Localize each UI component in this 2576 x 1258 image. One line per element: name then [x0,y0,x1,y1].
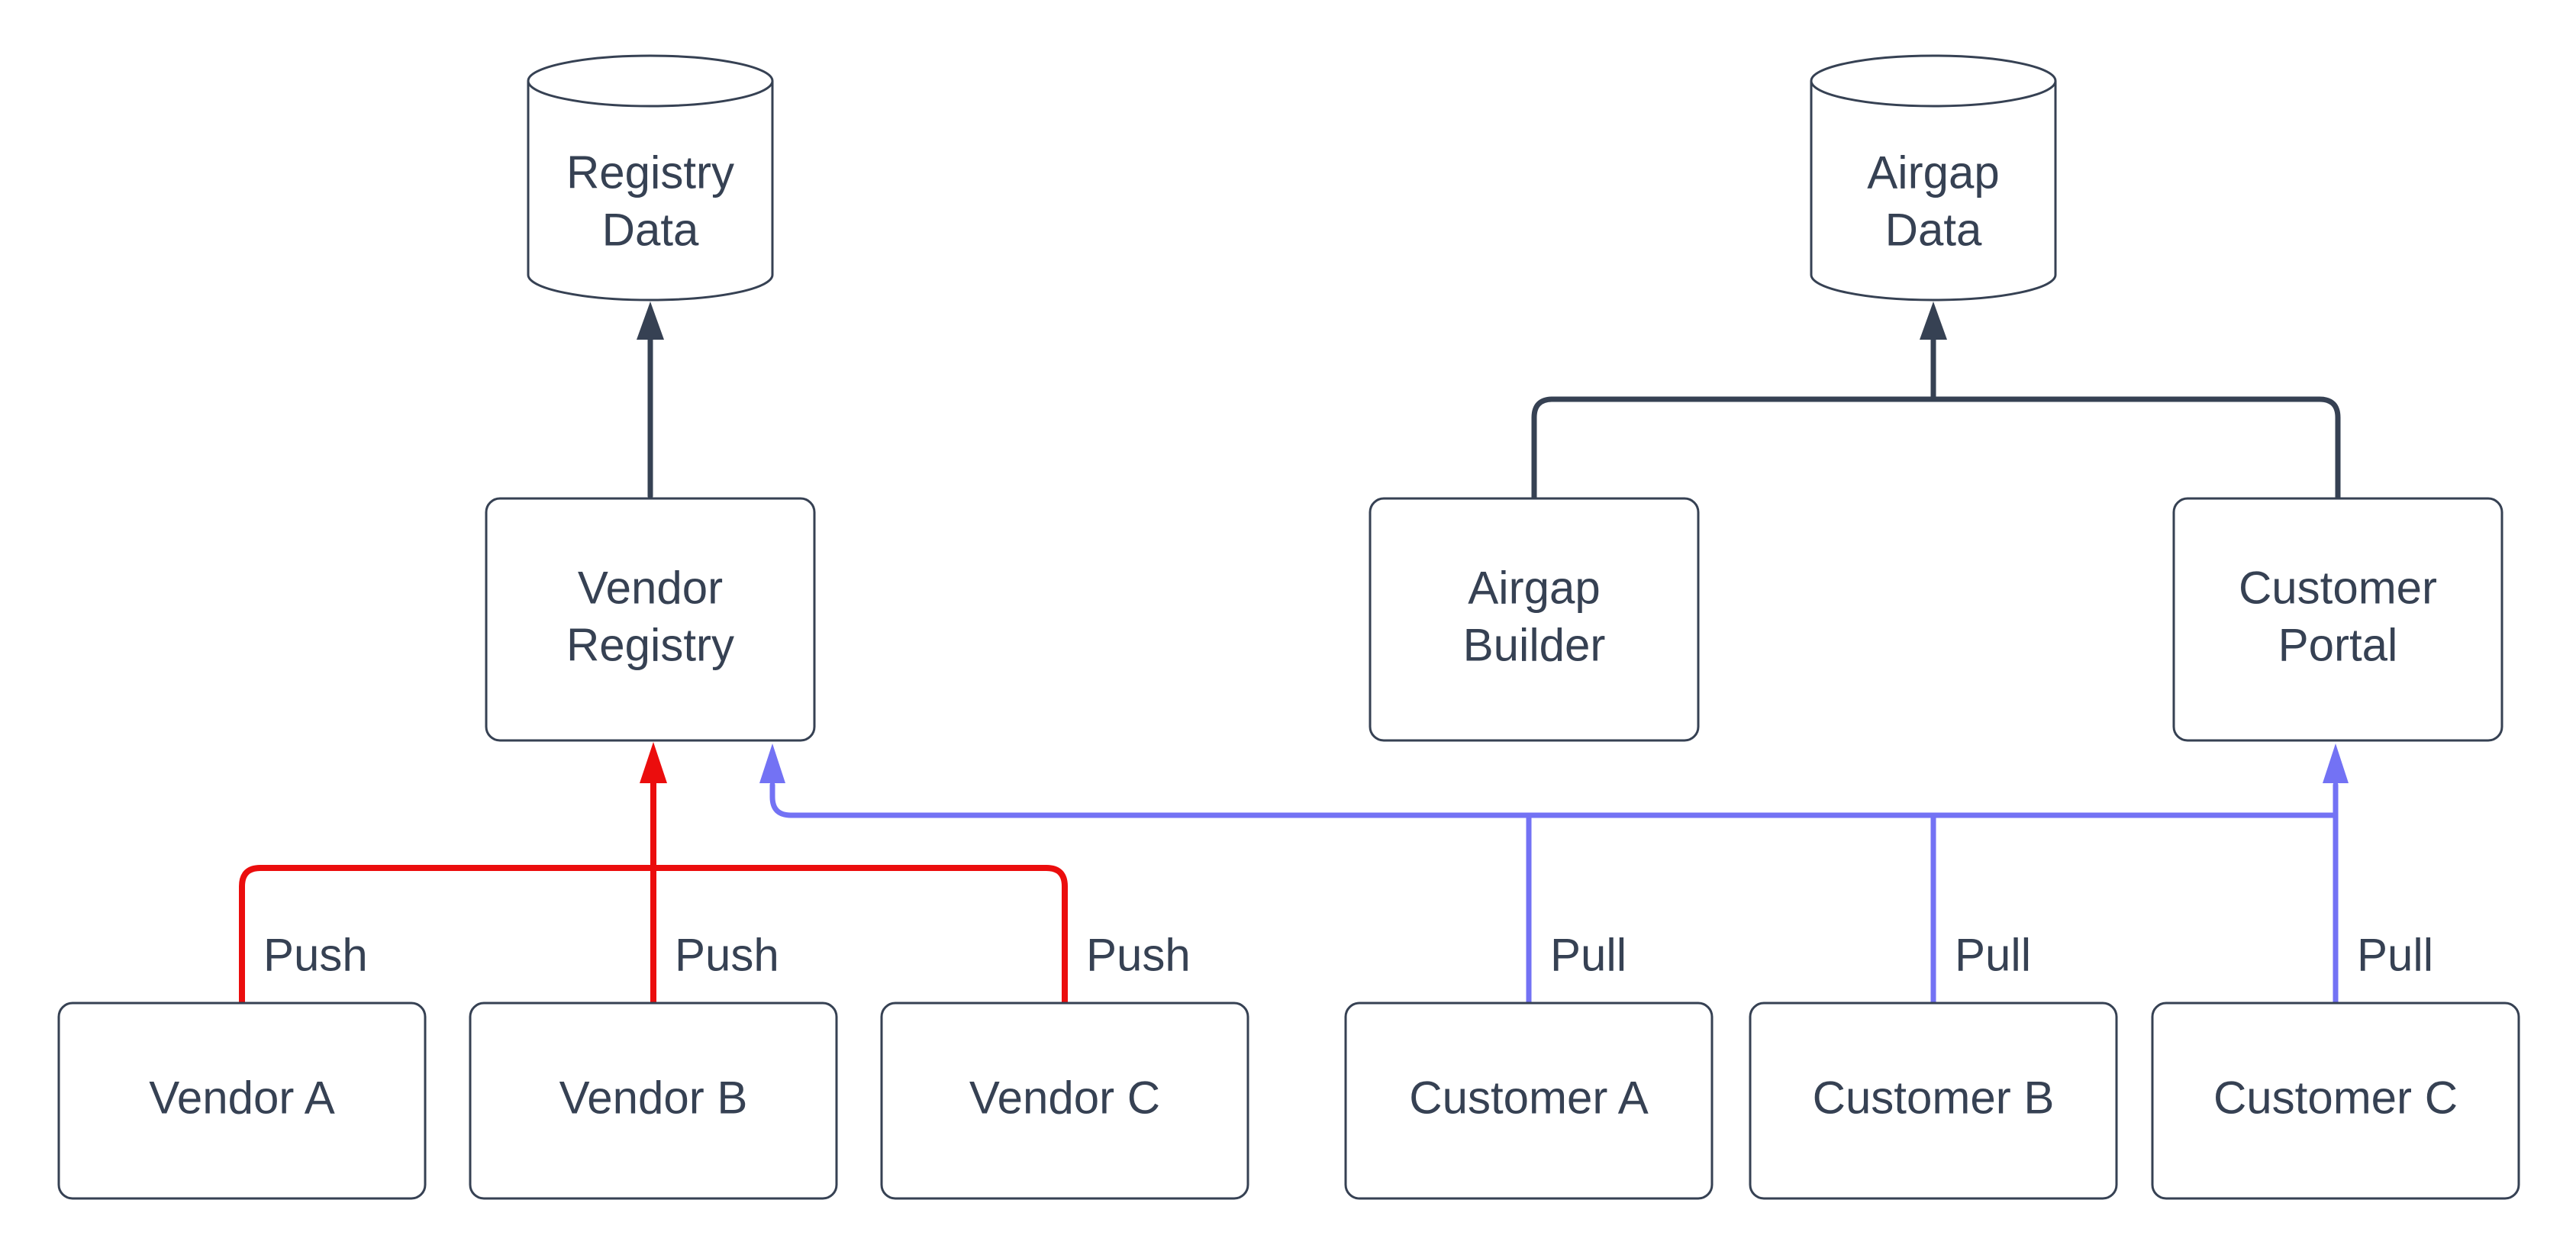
node-box [57,1002,427,1200]
node-box [2172,497,2503,742]
arrowhead-up-icon [637,302,664,340]
arrowhead-up-icon [1920,302,1947,340]
edge-label-push: Push [1086,930,1191,981]
node-vendor-registry: Vendor Registry [485,497,816,742]
node-customer-a: Customer A [1344,1002,1714,1200]
node-label: Customer A [1409,1073,1648,1124]
node-label: Registry [566,147,734,198]
node-label: Builder [1463,620,1606,671]
edge-label-pull: Pull [1550,930,1627,981]
arrowhead-up-icon [2323,744,2349,783]
cylinder-rim [527,80,774,108]
node-label: Vendor C [969,1073,1160,1124]
database-cylinder-icon [527,54,774,302]
node-label: Data [602,205,699,256]
edge-customers-pull-tree [759,744,2349,1006]
node-airgap-builder: Airgap Builder [1369,497,1700,742]
node-registry-data: Registry Data [527,54,774,302]
node-box [880,1002,1249,1200]
node-label: Customer [2239,563,2437,614]
node-label: Customer B [1813,1073,2055,1124]
node-label: Airgap [1867,147,1999,198]
edge-label-pull: Pull [1955,930,2031,981]
node-label: Customer C [2213,1073,2458,1124]
node-label: Vendor A [149,1073,335,1124]
edge-line [769,782,2339,818]
cylinder-rim [1810,80,2057,108]
node-vendor-a: Vendor A [57,1002,427,1200]
node-box [1749,1002,2118,1200]
node-box [2151,1002,2520,1200]
arrowhead-up-icon [640,742,667,783]
node-label: Vendor [578,563,723,614]
edge-label-pull: Pull [2357,930,2433,981]
node-vendor-b: Vendor B [469,1002,838,1200]
edge-vendors-push-tree [239,742,1068,1006]
node-box [1344,1002,1714,1200]
node-airgap-data: Airgap Data [1810,54,2057,302]
node-customer-b: Customer B [1749,1002,2118,1200]
edge-line [1531,396,2341,502]
edge-vendor-registry-to-registry-data [637,302,664,499]
node-label: Registry [566,620,734,671]
arrowhead-up-icon [759,744,785,783]
node-box [1369,497,1700,742]
node-vendor-c: Vendor C [880,1002,1249,1200]
edge-label-push: Push [263,930,368,981]
node-label: Data [1885,205,1982,256]
node-customer-c: Customer C [2151,1002,2520,1200]
node-box [485,497,816,742]
edge-label-push: Push [675,930,779,981]
edge-tree-builder-portal-to-airgap-data [1531,302,2341,502]
node-label: Airgap [1468,563,1600,614]
node-label: Vendor B [559,1073,748,1124]
database-cylinder-icon [1810,54,2057,302]
node-label: Portal [2278,620,2398,671]
node-customer-portal: Customer Portal [2172,497,2503,742]
node-box [469,1002,838,1200]
